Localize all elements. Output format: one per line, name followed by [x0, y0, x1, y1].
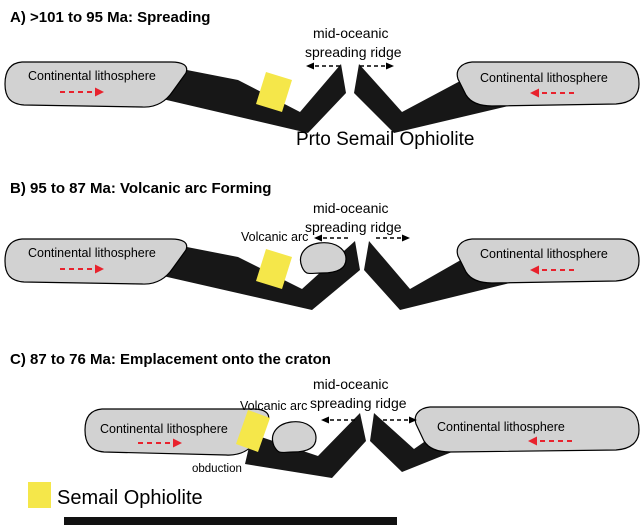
volcanic-arc-label: Volcanic arc: [240, 399, 307, 413]
proto-ophiolite-wedge: [256, 72, 292, 112]
legend-label: Semail Ophiolite: [57, 487, 203, 509]
continent-right: [456, 61, 640, 107]
panel-c-ridge-label-line2: spreading ridge: [310, 395, 407, 411]
continent-left-label: Continental lithosphere: [28, 246, 156, 260]
ophiolite-wedge: [256, 249, 292, 289]
panel-a: A) >101 to 95 Ma: Spreading mid-oceanic …: [4, 9, 640, 150]
oceanic-slab-left: [141, 62, 346, 133]
plate-motion-arrow-left-icon: [530, 88, 574, 98]
oceanic-slab-left: [141, 239, 360, 310]
volcanic-arc-blob: [299, 242, 347, 275]
panel-a-ridge-label-line1: mid-oceanic: [313, 25, 388, 41]
plate-motion-arrow-right-icon: [138, 438, 182, 448]
spreading-arrow-left-icon: [321, 416, 355, 424]
panel-a-title: A) >101 to 95 Ma: Spreading: [10, 9, 210, 26]
panel-b: B) 95 to 87 Ma: Volcanic arc Forming mid…: [4, 180, 640, 310]
volcanic-arc-blob: [271, 421, 317, 454]
continent-left: [4, 238, 188, 285]
continent-left-label: Continental lithosphere: [28, 69, 156, 83]
spreading-arrow-right-icon: [360, 62, 394, 70]
legend-swatch: [28, 482, 51, 508]
legend: Semail Ophiolite: [28, 482, 203, 509]
spreading-arrow-right-icon: [376, 234, 410, 242]
panel-c-ridge-label-line1: mid-oceanic: [313, 376, 388, 392]
panel-b-title: B) 95 to 87 Ma: Volcanic arc Forming: [10, 180, 271, 197]
continent-right-label: Continental lithosphere: [480, 71, 608, 85]
volcanic-arc-label: Volcanic arc: [241, 230, 308, 244]
spreading-arrow-left-icon: [314, 234, 348, 242]
continent-left: [4, 61, 188, 108]
panel-c: C) 87 to 76 Ma: Emplacement onto the cra…: [10, 351, 640, 478]
spreading-arrow-right-icon: [383, 416, 417, 424]
bottom-crop-artifact: [64, 517, 397, 525]
oceanic-slab-left: [245, 413, 366, 478]
panel-b-ridge-label-line2: spreading ridge: [305, 219, 402, 235]
continent-right: [456, 238, 640, 284]
obduction-label: obduction: [192, 463, 242, 475]
plate-motion-arrow-left-icon: [530, 265, 574, 275]
continent-right-label: Continental lithosphere: [480, 247, 608, 261]
panel-a-ridge-label-line2: spreading ridge: [305, 44, 402, 60]
proto-semail-ophiolite-caption: Prto Semail Ophiolite: [296, 129, 474, 150]
continent-left-label: Continental lithosphere: [100, 422, 228, 436]
continent-right: [414, 406, 640, 453]
panel-c-title: C) 87 to 76 Ma: Emplacement onto the cra…: [10, 351, 331, 368]
emplaced-ophiolite-wedge: [236, 410, 270, 452]
plate-motion-arrow-right-icon: [60, 264, 104, 274]
continent-left: [84, 408, 270, 456]
continent-right-label: Continental lithosphere: [437, 420, 565, 434]
plate-motion-arrow-right-icon: [60, 87, 104, 97]
spreading-arrow-left-icon: [306, 62, 340, 70]
plate-motion-arrow-left-icon: [528, 436, 572, 446]
panel-b-ridge-label-line1: mid-oceanic: [313, 200, 388, 216]
